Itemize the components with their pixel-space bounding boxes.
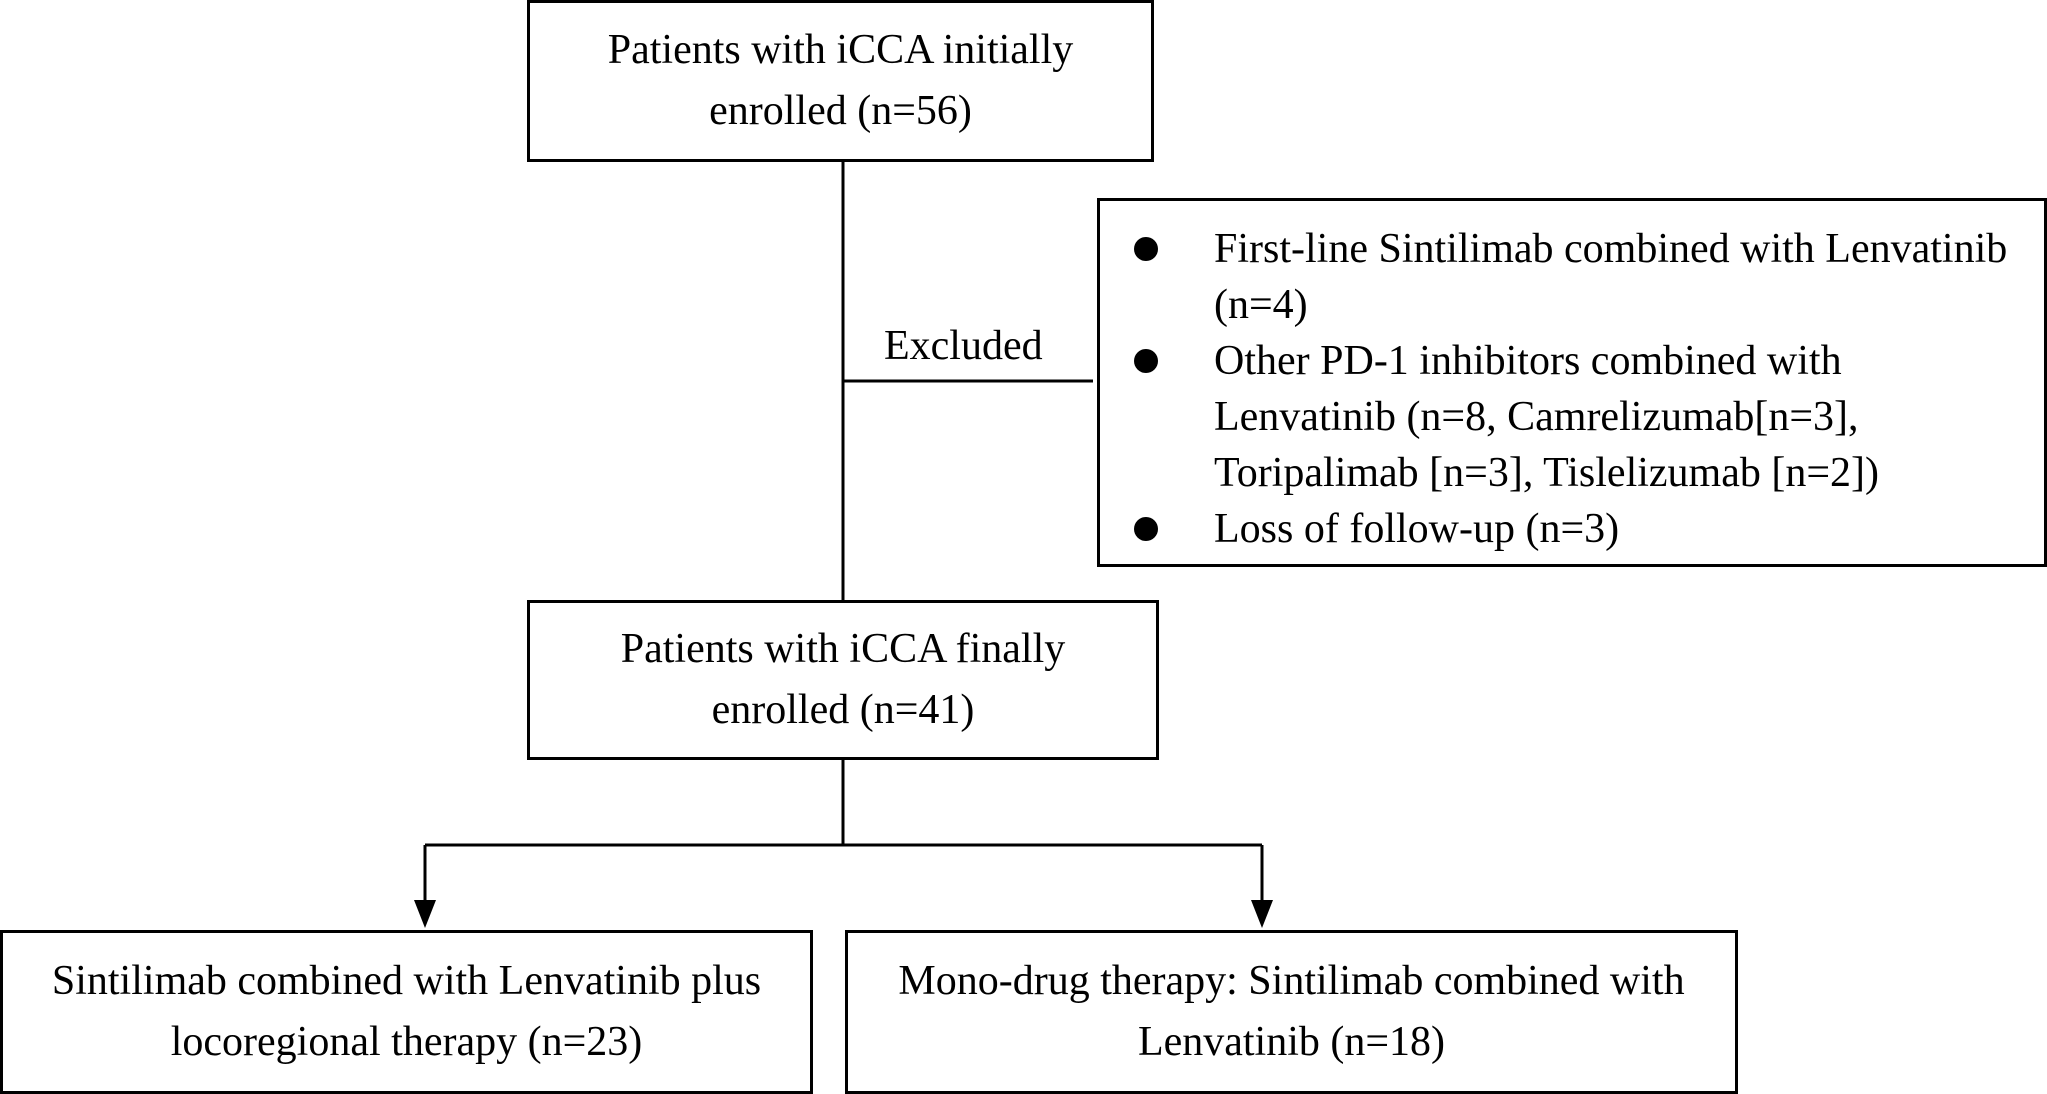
- initial-box-line2: enrolled (n=56): [709, 88, 972, 134]
- initial-enrollment-box: Patients with iCCA initially enrolled (n…: [527, 0, 1154, 162]
- excluded-label: Excluded: [884, 323, 1043, 369]
- mono-therapy-box: Mono-drug therapy: Sintilimab combined w…: [845, 930, 1738, 1094]
- excluded-item-3-line1: Loss of follow-up (n=3): [1214, 506, 1620, 552]
- mono-box-line2: Lenvatinib (n=18): [1137, 1019, 1446, 1065]
- excluded-item: First-line Sintilimab combined with Lenv…: [1100, 221, 2044, 333]
- bullet-icon: [1134, 517, 1158, 541]
- excluded-item-2-line1: Other PD-1 inhibitors combined with: [1214, 338, 1842, 384]
- excluded-item: Other PD-1 inhibitors combined with Lenv…: [1100, 333, 2044, 501]
- mono-box-line1: Mono-drug therapy: Sintilimab combined w…: [898, 958, 1685, 1004]
- excluded-item-1-line2: (n=4): [1214, 282, 1308, 328]
- excluded-item-2-line3: Toripalimab [n=3], Tislelizumab [n=2]): [1214, 450, 1880, 496]
- excluded-item-2-line2: Lenvatinib (n=8, Camrelizumab[n=3],: [1214, 394, 1859, 440]
- combination-therapy-box: Sintilimab combined with Lenvatinib plus…: [0, 930, 813, 1094]
- arrowhead-left: [414, 900, 436, 928]
- final-box-line1: Patients with iCCA finally: [620, 626, 1066, 672]
- initial-box-line1: Patients with iCCA initially: [607, 27, 1074, 73]
- final-box-line2: enrolled (n=41): [711, 687, 975, 733]
- excluded-item: Loss of follow-up (n=3): [1100, 501, 2044, 557]
- final-enrollment-box: Patients with iCCA finally enrolled (n=4…: [527, 600, 1159, 760]
- excluded-box: First-line Sintilimab combined with Lenv…: [1097, 198, 2047, 567]
- bullet-icon: [1134, 237, 1158, 261]
- combo-box-line1: Sintilimab combined with Lenvatinib plus: [51, 958, 762, 1004]
- bullet-icon: [1134, 349, 1158, 373]
- excluded-item-1-line1: First-line Sintilimab combined with Lenv…: [1214, 226, 2008, 272]
- combo-box-line2: locoregional therapy (n=23): [170, 1019, 643, 1065]
- arrowhead-right: [1251, 900, 1273, 928]
